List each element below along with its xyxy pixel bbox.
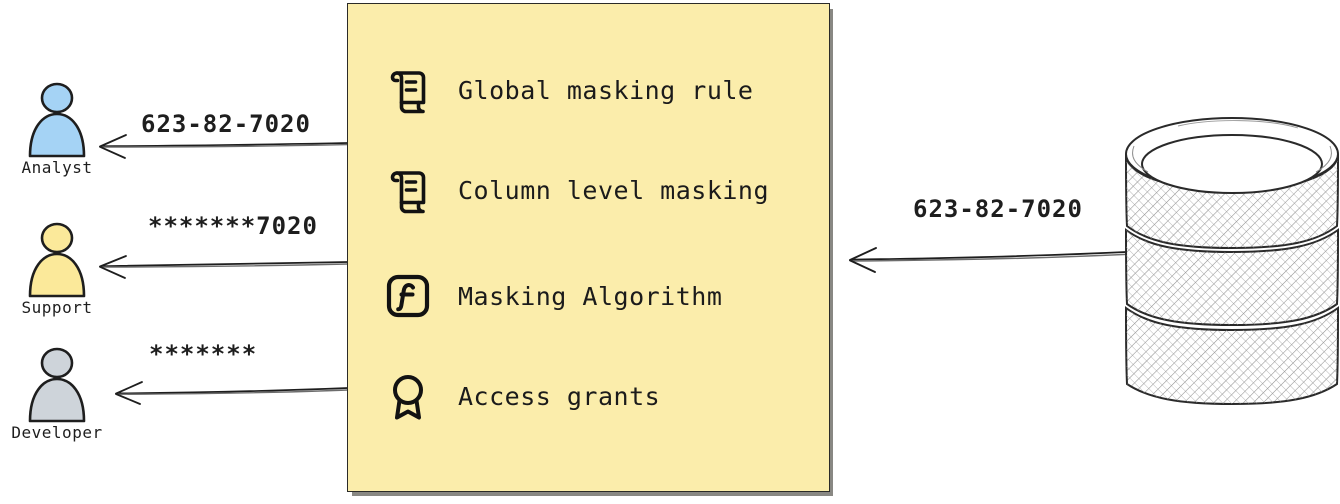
value-label-support: *******7020 <box>148 212 318 240</box>
arrow-left-icon-support <box>99 255 349 279</box>
arrow-to-panel <box>840 240 1130 282</box>
actor-label-support: Support <box>21 298 93 317</box>
scroll-icon <box>390 171 426 214</box>
policy-item-masking-algorithm[interactable]: Masking Algorithm <box>384 272 722 320</box>
person-icon-developer <box>28 347 86 423</box>
value-label-analyst: 623-82-7020 <box>141 110 311 138</box>
policy-item-global-masking-rule[interactable]: Global masking rule <box>384 66 753 114</box>
arrow-to-developer <box>108 375 352 413</box>
arrow-left-icon-developer <box>115 381 349 405</box>
arrow-to-analyst <box>92 128 352 166</box>
arrow-left-icon-analyst <box>99 134 349 159</box>
value-label-database: 623-82-7020 <box>913 195 1083 223</box>
actor-developer[interactable]: Developer <box>2 345 112 442</box>
policy-item-access-grants[interactable]: Access grants <box>384 372 660 420</box>
arrow-to-support <box>92 248 352 286</box>
person-icon-analyst <box>28 82 86 158</box>
person-icon-support <box>28 222 86 298</box>
policy-item-column-level-masking[interactable]: Column level masking <box>384 166 769 214</box>
policy-label: Access grants <box>458 381 661 411</box>
actor-label-analyst: Analyst <box>21 158 93 177</box>
ribbon-award-icon <box>393 375 423 420</box>
database-cylinder-icon[interactable] <box>1118 112 1340 408</box>
scroll-icon <box>390 71 426 114</box>
actor-support[interactable]: Support <box>2 220 112 317</box>
policy-label: Global masking rule <box>458 75 754 105</box>
value-label-developer: ******* <box>149 340 258 368</box>
policy-label: Masking Algorithm <box>458 281 723 311</box>
arrow-left-icon-database <box>849 247 1127 273</box>
policy-label: Column level masking <box>458 175 770 205</box>
masking-policy-panel: Global masking rule Column level masking <box>347 3 830 492</box>
actor-label-developer: Developer <box>11 423 103 442</box>
function-icon <box>386 274 430 318</box>
actor-analyst[interactable]: Analyst <box>2 80 112 177</box>
